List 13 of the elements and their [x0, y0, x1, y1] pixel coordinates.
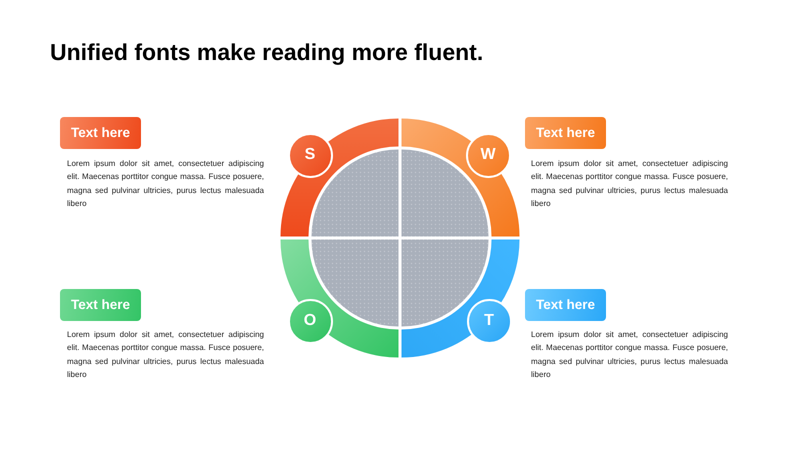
heading-tag: Text here	[525, 117, 606, 149]
description-text: Lorem ipsum dolor sit amet, consectetuer adipiscing elit. Maecenas porttitor congue massa. Fusce posuere, magna sed pulvinar ultricies, purus lectus malesuada libero	[67, 158, 264, 210]
description-text: Lorem ipsum dolor sit amet, consectetuer adipiscing elit. Maecenas porttitor congue massa. Fusce posuere, magna sed pulvinar ultricies, purus lectus malesuada libero	[67, 329, 264, 382]
heading-tag: Text here	[60, 289, 141, 321]
heading-tag: Text here	[525, 289, 606, 321]
slide-title: Unified fonts make reading more fluent.	[50, 38, 484, 66]
letter-badge: S	[288, 132, 332, 178]
letter-badge: O	[288, 298, 332, 344]
description-text: Lorem ipsum dolor sit amet, consectetuer adipiscing elit. Maecenas porttitor congue massa. Fusce posuere, magna sed pulvinar ultricies, purus lectus malesuada libero	[531, 158, 728, 210]
heading-tag: Text here	[60, 117, 141, 149]
letter-badge: T	[466, 298, 512, 344]
letter-badge: W	[466, 132, 510, 178]
description-text: Lorem ipsum dolor sit amet, consectetuer adipiscing elit. Maecenas porttitor congue massa. Fusce posuere, magna sed pulvinar ultricies, purus lectus malesuada libero	[531, 329, 728, 382]
